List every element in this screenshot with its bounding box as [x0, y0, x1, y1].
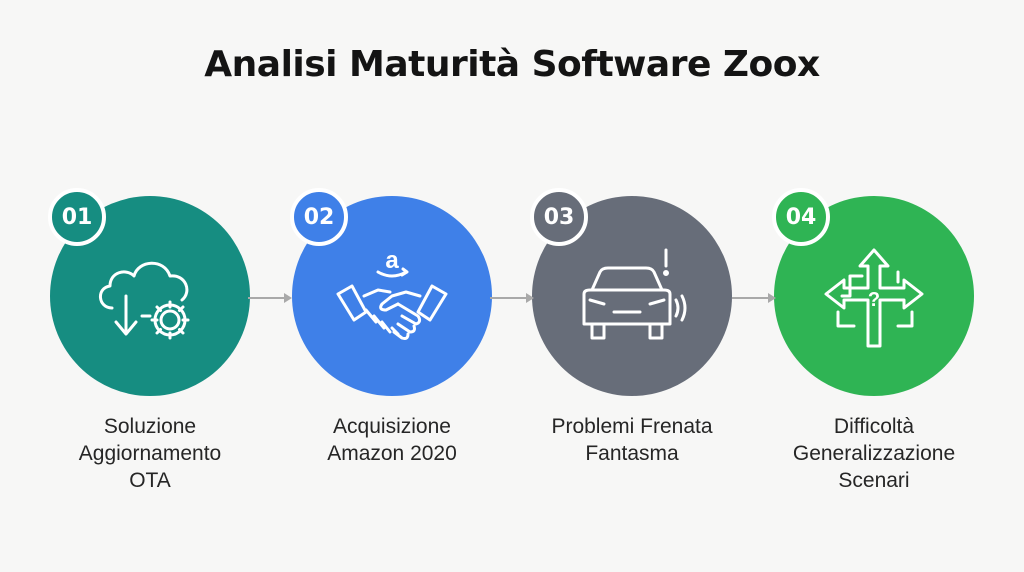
step-4-number-badge: 04 — [772, 188, 830, 246]
step-2-circle: 02 a — [290, 188, 492, 396]
car-warning-icon — [582, 248, 687, 340]
step-4-label-line-2: Generalizzazione — [792, 442, 956, 465]
step-1-circle: 01 — [48, 188, 250, 396]
connector-arrow-3 — [732, 293, 776, 303]
step-2-label-line-1: Acquisizione — [333, 415, 451, 438]
amazon-handshake-icon: a — [336, 247, 448, 340]
step-2-number-badge: 02 — [290, 188, 348, 246]
step-4: 04 ? Difficoltà Generalizzazione Scenari — [754, 0, 994, 572]
step-3-circle: 03 — [530, 188, 732, 396]
step-3: 03 Problemi Frenata Fantasma — [512, 0, 752, 572]
step-1-label: Soluzione Aggiornamento OTA — [30, 413, 270, 494]
step-3-label: Problemi Frenata Fantasma — [512, 413, 752, 467]
connector-arrow-2 — [490, 293, 534, 303]
step-1: 01 Soluzione Aggiornamento OTA — [30, 0, 270, 572]
step-1-label-line-1: Soluzione — [103, 415, 197, 438]
step-1-label-line-2: Aggiornamento — [78, 442, 222, 465]
step-2: 02 a Acquisizione Amazon 2020 — [272, 0, 512, 572]
step-3-number-badge: 03 — [530, 188, 588, 246]
svg-text:a: a — [385, 247, 399, 274]
step-4-circle: 04 ? — [772, 188, 974, 396]
step-1-number-badge: 01 — [48, 188, 106, 246]
svg-text:?: ? — [868, 289, 880, 311]
cloud-download-gear-icon — [99, 261, 190, 340]
step-3-label-line-2: Fantasma — [585, 442, 679, 465]
step-2-label: Acquisizione Amazon 2020 — [272, 413, 512, 467]
step-2-label-line-2: Amazon 2020 — [327, 442, 457, 465]
connector-arrow-1 — [248, 293, 292, 303]
page-title: Analisi Maturità Software Zoox — [204, 44, 820, 85]
step-1-label-line-3: OTA — [129, 469, 171, 492]
step-4-label-line-1: Difficoltà — [833, 415, 915, 438]
step-4-label: Difficoltà Generalizzazione Scenari — [754, 413, 994, 494]
step-3-label-line-1: Problemi Frenata — [551, 415, 713, 438]
question-arrows-icon: ? — [824, 248, 924, 348]
step-4-label-line-3: Scenari — [838, 469, 910, 492]
